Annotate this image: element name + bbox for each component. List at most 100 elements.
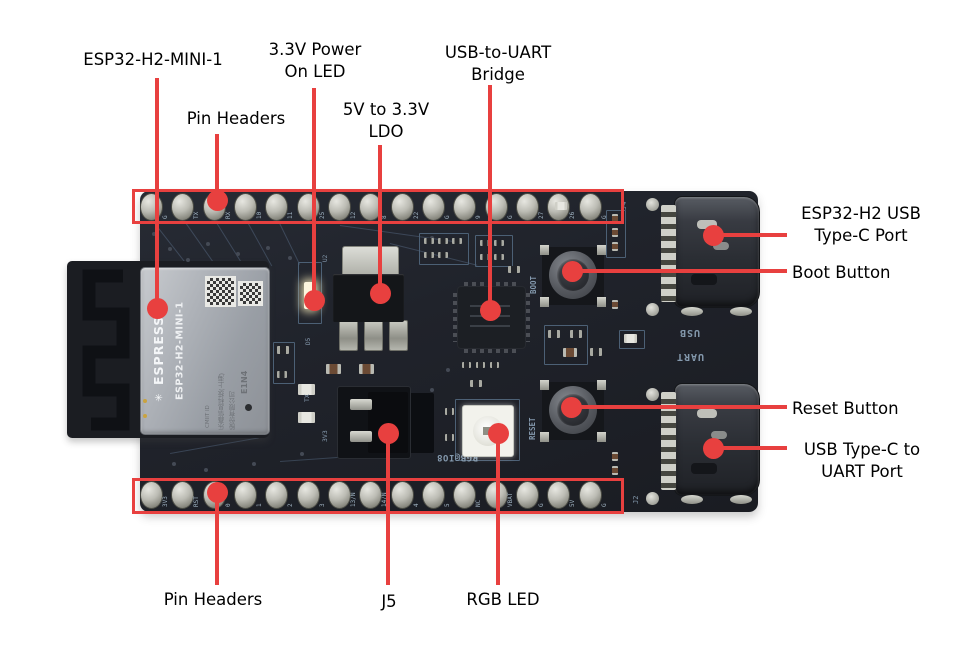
smd-component — [570, 330, 582, 338]
module-cert-text: CMIIT ID — [205, 405, 211, 428]
smd-component — [563, 348, 577, 357]
button-tab — [540, 297, 549, 307]
via — [204, 468, 208, 472]
usb-connector-foot — [681, 495, 703, 504]
smd-component — [508, 266, 520, 273]
callout-line-bridge — [488, 85, 492, 310]
callout-line-boot — [572, 269, 787, 273]
label-ldo-line2: LDO — [368, 122, 404, 141]
pin: 12 — [327, 192, 358, 221]
usb-connector-highlight — [711, 431, 727, 439]
callout-dot-module — [146, 297, 168, 319]
usb-connector-pins — [661, 392, 676, 490]
smd-component — [490, 362, 499, 368]
pin: 5V — [546, 480, 577, 509]
pin-pad — [515, 193, 539, 221]
callout-dot-uart-port — [702, 437, 724, 459]
pin: 14/N — [358, 480, 389, 509]
smd-component — [424, 252, 434, 258]
smd-component — [612, 214, 618, 223]
pin: RST — [170, 480, 201, 509]
smd-component — [494, 254, 504, 260]
chip-marking — [470, 325, 510, 327]
usb-connector-highlight — [697, 220, 717, 229]
mount-pad — [646, 198, 659, 211]
callout-line-usb-port — [713, 233, 787, 237]
smd-component — [277, 371, 287, 378]
via — [266, 246, 270, 250]
callout-dot-usb-port — [702, 224, 724, 246]
led-designator-silkscreen: D5 — [305, 337, 312, 345]
callout-dot-pin-headers-top — [206, 189, 228, 211]
smd-component — [590, 348, 602, 356]
label-usb-port-line1: ESP32-H2 USB — [801, 204, 921, 223]
pin: 13/N — [327, 480, 358, 509]
footprint-outline — [544, 325, 588, 365]
callout-dot-rgb-led — [487, 422, 509, 444]
pin-header-bottom-row: 3V3 RST 0 1 2 3 — [139, 480, 609, 509]
uart-silkscreen: UART — [675, 351, 704, 362]
label-reset-button: Reset Button — [792, 399, 899, 418]
footprint-outline — [475, 235, 513, 267]
boot-silkscreen: BOOT — [529, 275, 538, 294]
smd-component — [298, 384, 315, 395]
callout-line-rgb-led — [496, 433, 500, 585]
pin-pad — [327, 193, 351, 221]
label-usb-port-line2: Type-C Port — [814, 226, 908, 245]
smd-component — [612, 228, 618, 237]
usb-connector-foot — [730, 495, 752, 504]
qr-code — [238, 281, 263, 306]
callout-line-reset — [571, 405, 787, 409]
pin: 3V3 — [139, 480, 170, 509]
smd-component — [612, 242, 618, 251]
smd-component — [470, 380, 482, 387]
smd-component — [480, 240, 490, 246]
espressif-logo-icon: ✳ — [153, 389, 164, 402]
smd-component — [277, 346, 289, 354]
usb-connector-highlight — [697, 409, 717, 418]
pin-pad — [171, 193, 195, 221]
smd-component — [612, 452, 618, 461]
callout-dot-ldo — [369, 282, 391, 304]
pin-pad — [578, 193, 602, 221]
usb-connector-highlight — [713, 242, 729, 250]
pin: 10 — [233, 192, 264, 221]
callout-dot-pin-headers-bottom — [206, 481, 228, 503]
pin: 22 — [390, 192, 421, 221]
smd-component — [298, 412, 315, 423]
pin-pad — [421, 481, 445, 509]
callout-line-j5 — [386, 433, 390, 585]
jumper-pin — [350, 399, 372, 410]
module-cn-text: 乐鑫信息科技(上海) — [218, 372, 226, 430]
callout-line-pin-headers-bottom — [215, 492, 219, 585]
3v3-silkscreen: 3V3 — [321, 430, 329, 442]
pin: 5 — [421, 480, 452, 509]
via — [168, 247, 172, 251]
via — [300, 452, 304, 456]
smd-component — [476, 362, 485, 368]
pcb-trace — [247, 222, 273, 267]
callout-dot-power-led — [303, 289, 325, 311]
label-uart-port-line1: USB Type-C to — [803, 440, 921, 459]
button-tab — [597, 245, 606, 255]
tx-silkscreen: TX — [303, 394, 311, 402]
callout-dot-bridge — [479, 299, 501, 321]
via — [446, 368, 450, 372]
usb-uart-bridge-chip — [453, 282, 530, 353]
button-tab — [597, 297, 606, 307]
module-code: E1N4 — [240, 370, 249, 394]
button-tab — [540, 245, 549, 255]
label-uart-port: USB Type-C to UART Port — [788, 439, 936, 483]
smd-component — [359, 364, 374, 374]
pin-pad — [390, 193, 414, 221]
pin: G — [421, 192, 452, 221]
pin1-dot — [245, 404, 252, 411]
pcb-antenna — [82, 269, 130, 431]
label-uart-port-line2: UART Port — [821, 462, 903, 481]
pin-pad — [233, 481, 257, 509]
smd-component — [494, 240, 504, 246]
smd-component — [326, 364, 341, 374]
